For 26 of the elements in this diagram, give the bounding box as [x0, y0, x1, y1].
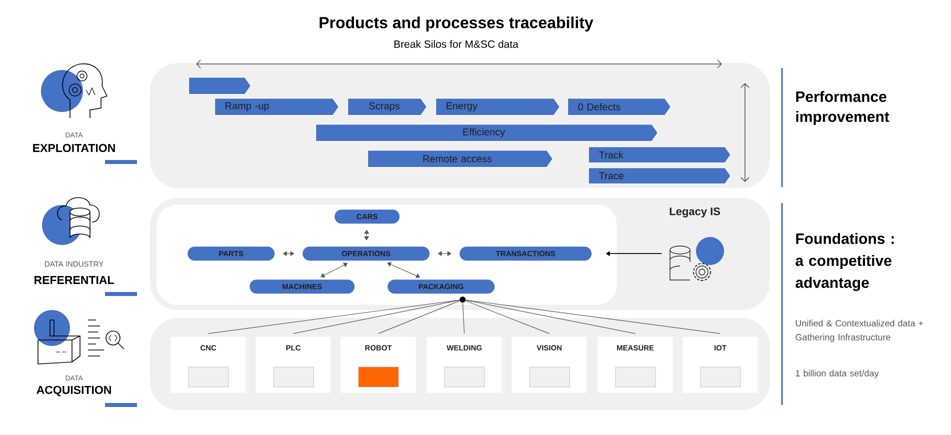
connector-line [378, 300, 460, 334]
section-heading: REFERENTIAL [34, 276, 114, 284]
title: Products and processes traceability [320, 16, 594, 32]
connector-line [465, 300, 550, 334]
connector-line [462, 302, 465, 334]
connector-line [465, 300, 636, 334]
timeline-bar: 0 Defects [567, 98, 672, 116]
timeline-bar: Ramp -up [214, 98, 340, 116]
section-heading: EXPLOITATION [33, 144, 115, 152]
note-text: 1 billion data set/day [796, 370, 879, 378]
note-text: Unified & Contextualized data + Gathering Infrastructure [796, 320, 924, 342]
timeline-bar [188, 77, 252, 95]
timeline-bar: Efficiency [315, 124, 658, 142]
heading: Foundations : a competitive advantage [796, 232, 894, 292]
connector-line [293, 300, 460, 334]
connector-line [208, 300, 460, 334]
legacy-system: Legacy IS [670, 207, 720, 218]
heading: Performance improvement [796, 91, 890, 125]
timeline-bar: Remote access [367, 150, 554, 168]
subtitle: Break Silos for M&SC data [394, 40, 518, 48]
timeline-bar: Track [588, 146, 731, 164]
timeline-bar: Trace [588, 168, 731, 184]
timeline-bar: Energy [435, 98, 560, 116]
connector-line [465, 300, 721, 334]
section-heading: ACQUISITION [36, 386, 111, 396]
timeline-bar: Scraps [347, 98, 428, 116]
